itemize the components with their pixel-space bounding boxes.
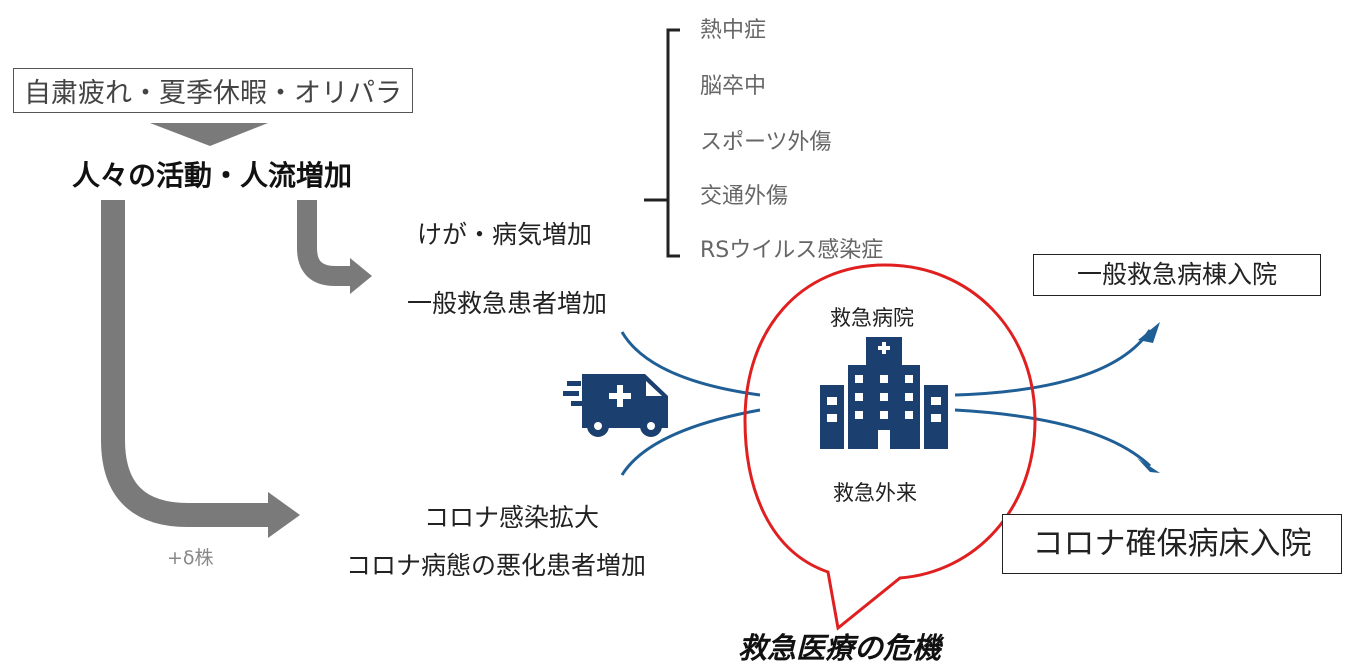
injury-illness-label: けが・病気増加 [417, 220, 593, 249]
general-emergency-label: 一般救急患者増加 [407, 289, 608, 318]
hospital-bottom-label: 救急外来 [833, 481, 917, 505]
condition-heatstroke: 熱中症 [700, 18, 767, 43]
covid-worsening-label: コロナ病態の悪化患者増加 [346, 551, 647, 580]
arrow-to-general-emergency [297, 200, 352, 286]
condition-traffic-injury: 交通外傷 [700, 184, 789, 209]
arrow-to-covid [101, 200, 272, 527]
delta-label: +δ株 [167, 547, 214, 569]
condition-sports-injury: スポーツ外傷 [700, 130, 832, 155]
general-ward-box: 一般救急病棟入院 [1033, 254, 1321, 296]
hospital-top-label: 救急病院 [830, 306, 914, 330]
conditions-bracket [644, 28, 680, 258]
condition-stroke: 脳卒中 [700, 74, 767, 99]
condition-rsv: RSウイルス感染症 [700, 238, 884, 263]
causes-box: 自粛疲れ・夏季休暇・オリパラ [13, 68, 413, 113]
covid-ward-box: コロナ確保病床入院 [1002, 514, 1342, 574]
crisis-label: 救急医療の危機 [738, 631, 942, 665]
covid-spread-label: コロナ感染拡大 [424, 503, 600, 532]
activity-label: 人々の活動・人流増加 [72, 159, 353, 192]
down-arrow [150, 123, 268, 146]
